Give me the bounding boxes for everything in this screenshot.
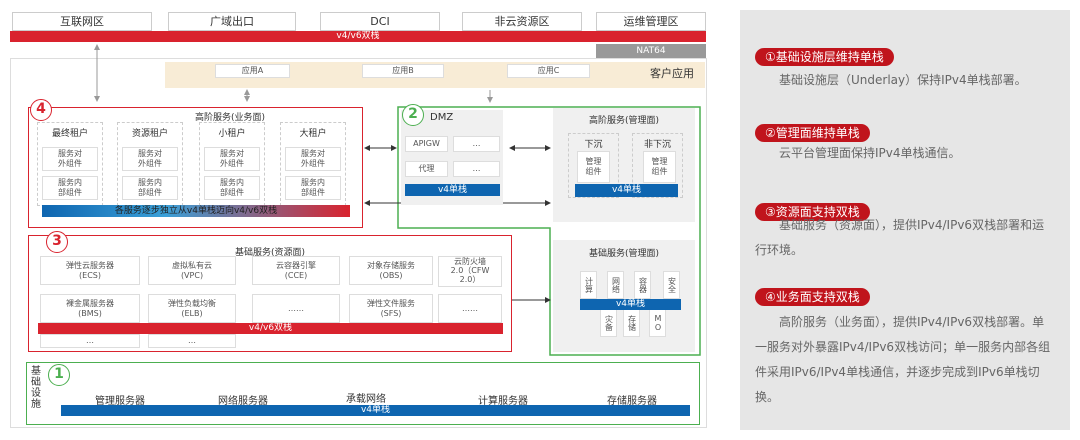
tenant-label: 最终租户 xyxy=(51,129,88,139)
external-component: 服务对外组件 xyxy=(204,147,260,171)
badge-2: 2 xyxy=(402,104,424,126)
service-sfs: 弹性文件服务 (SFS) xyxy=(349,294,433,323)
note-body-2: 云平台管理面保持IPv4单栈通信。 xyxy=(779,146,961,160)
external-component: 服务对外组件 xyxy=(42,147,98,171)
res-dual-stack-bar: v4/v6双栈 xyxy=(38,323,503,334)
dmz-more: … xyxy=(453,136,500,152)
biz-title: 高阶服务(业务面) xyxy=(194,113,266,123)
mgmt-adv-title: 高阶服务(管理面) xyxy=(588,116,660,126)
tenant-label: 资源租户 xyxy=(131,129,168,139)
infra-item: 管理服务器 xyxy=(95,396,145,407)
service-more: … xyxy=(148,334,236,348)
dual-stack-bar: v4/v6双栈 xyxy=(10,31,706,42)
mgmt-mo: MO xyxy=(649,309,666,337)
zone-non-cloud: 非云资源区 xyxy=(462,12,582,31)
mgmt-network: 网络 xyxy=(607,271,624,299)
internal-component: 服务内部组件 xyxy=(122,176,178,200)
biz-plane-box xyxy=(28,107,363,228)
tenant-label: 小租户 xyxy=(218,129,246,139)
dmz-more: … xyxy=(453,161,500,177)
zone-dci: DCI xyxy=(320,12,440,31)
note-title-4: ④业务面支持双栈 xyxy=(755,288,870,306)
service-bms: 裸金属服务器 (BMS) xyxy=(40,294,140,323)
external-component: 服务对外组件 xyxy=(285,147,341,171)
internal-component: 服务内部组件 xyxy=(285,176,341,200)
non-sink-label: 非下沉 xyxy=(643,140,671,150)
mgmt-storage: 存储 xyxy=(623,309,640,337)
customer-app-label: 客户应用 xyxy=(650,67,694,80)
mgmt-component: 管理组件 xyxy=(577,151,610,183)
badge-3: 3 xyxy=(46,231,68,253)
mgmt-dr: 灾备 xyxy=(600,309,617,337)
app-b: 应用B xyxy=(362,64,444,78)
note-title-3: ③资源面支持双栈 xyxy=(755,203,870,221)
nat64-label: NAT64 xyxy=(596,44,706,58)
dmz-proxy: 代理 xyxy=(405,161,448,177)
main-container xyxy=(10,58,707,428)
mgmt-container: 容器 xyxy=(634,271,651,299)
service-cfw: 云防火墙 2.0（CFW 2.0） xyxy=(438,256,502,287)
mgmt-compute: 计算 xyxy=(580,271,597,299)
infra-item: 网络服务器 xyxy=(218,396,268,407)
internal-component: 服务内部组件 xyxy=(42,176,98,200)
infra-item: 存储服务器 xyxy=(607,396,657,407)
app-a: 应用A xyxy=(215,64,290,78)
service-more: …… xyxy=(252,294,340,323)
dmz-title: DMZ xyxy=(430,112,454,123)
mgmt-adv-v4-bar: v4单栈 xyxy=(575,184,678,197)
internal-component: 服务内部组件 xyxy=(204,176,260,200)
infra-item: 计算服务器 xyxy=(478,396,528,407)
note-title-1: ①基础设施层维持单栈 xyxy=(755,48,894,66)
mgmt-component: 管理组件 xyxy=(643,151,676,183)
sink-label: 下沉 xyxy=(584,140,603,150)
service-obs: 对象存储服务 (OBS) xyxy=(349,256,433,285)
service-cce: 云容器引擎 (CCE) xyxy=(252,256,340,285)
res-title: 基础服务(资源面) xyxy=(234,248,306,258)
non-sink-col xyxy=(632,133,683,198)
sink-col xyxy=(568,133,619,198)
zone-wan-egress: 广域出口 xyxy=(168,12,296,31)
note-body-3: 基础服务（资源面），提供IPv4/IPv6双栈部署和运行环境。 xyxy=(755,218,1045,257)
note-title-2: ②管理面维持单栈 xyxy=(755,124,870,142)
mgmt-base-v4-bar: v4单栈 xyxy=(580,299,681,310)
dmz-apigw: APIGW xyxy=(405,136,448,152)
infra-label: 基础设施 xyxy=(31,366,41,410)
badge-4: 4 xyxy=(30,99,52,121)
note-body-1: 基础设施层（Underlay）保持IPv4单栈部署。 xyxy=(779,73,1027,87)
zone-internet: 互联网区 xyxy=(12,12,152,31)
external-component: 服务对外组件 xyxy=(122,147,178,171)
service-more: … xyxy=(40,334,140,348)
tenant-label: 大租户 xyxy=(299,129,327,139)
mgmt-base-title: 基础服务(管理面) xyxy=(588,249,660,259)
infra-item: 承载网络 xyxy=(346,394,386,405)
badge-1: 1 xyxy=(48,364,70,386)
zone-ops: 运维管理区 xyxy=(596,12,706,31)
mgmt-security: 安全 xyxy=(663,271,680,299)
res-plane-box xyxy=(28,235,512,352)
service-elb: 弹性负载均衡 (ELB) xyxy=(148,294,236,323)
infra-v4-bar: v4单栈 xyxy=(61,405,690,416)
service-ecs: 弹性云服务器 (ECS) xyxy=(40,256,140,285)
dmz-v4-bar: v4单栈 xyxy=(405,184,500,196)
note-body-4: 高阶服务（业务面），提供IPv4/IPv6双栈部署。单一服务对外暴露IPv4/I… xyxy=(755,315,1051,404)
service-vpc: 虚拟私有云 (VPC) xyxy=(148,256,236,285)
biz-migration-bar: 各服务逐步独立从v4单栈迈向v4/v6双栈 xyxy=(42,205,350,217)
app-c: 应用C xyxy=(507,64,590,78)
mgmt-plane-outline xyxy=(397,106,701,356)
service-more: …… xyxy=(438,294,502,323)
infra-box xyxy=(26,362,700,425)
